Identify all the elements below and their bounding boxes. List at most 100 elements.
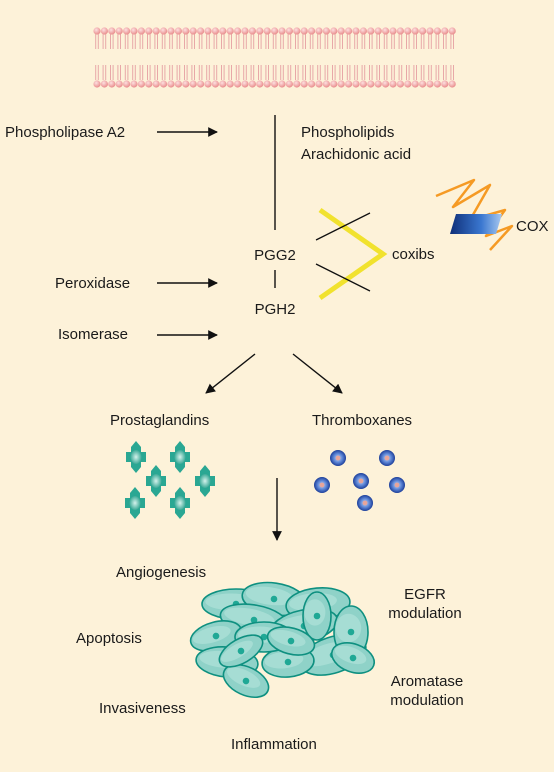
lipid <box>330 27 338 88</box>
prostaglandin-molecule-icon <box>146 465 166 497</box>
lipid <box>256 27 264 88</box>
lipid <box>108 27 116 88</box>
lipid <box>300 27 308 88</box>
thromboxane-molecule-icon <box>389 477 405 493</box>
egfr-label-line2: modulation <box>388 605 462 622</box>
lipid <box>197 27 205 88</box>
inflammation-label: Inflammation <box>231 736 317 753</box>
thromboxane-molecule-icon <box>314 477 330 493</box>
lipid <box>271 27 279 88</box>
lipid <box>204 27 212 88</box>
lipid <box>234 27 242 88</box>
prostaglandin-molecule-icon <box>195 465 215 497</box>
lipid <box>433 27 441 88</box>
tumor-cell <box>302 591 332 641</box>
tumor-cell <box>266 626 316 656</box>
phospholipase-a2-label: Phospholipase A2 <box>5 124 126 141</box>
lipid <box>123 27 131 88</box>
lipid <box>293 27 301 88</box>
apoptosis-label: Apoptosis <box>76 630 142 647</box>
lipid <box>322 27 330 88</box>
thromboxane-molecule-icon <box>379 450 395 466</box>
lipid <box>404 27 412 88</box>
aromatase-label-line1: Aromatase <box>390 673 464 690</box>
lipid <box>389 27 397 88</box>
invasiveness-label: Invasiveness <box>99 700 186 717</box>
prostaglandin-molecules <box>125 441 215 519</box>
lipid <box>382 27 390 88</box>
lipid <box>130 27 138 88</box>
prostaglandins-label: Prostaglandins <box>110 412 210 429</box>
lipid <box>93 27 101 88</box>
lipid <box>308 27 316 88</box>
prostaglandins-arrow <box>205 353 256 394</box>
lipid <box>145 27 153 88</box>
thromboxanes-label: Thromboxanes <box>312 412 413 429</box>
lipid <box>100 27 108 88</box>
lipid <box>182 27 190 88</box>
lipid <box>285 27 293 88</box>
pgg2-label: PGG2 <box>254 247 296 264</box>
tumor-cell <box>261 646 315 678</box>
lipid <box>248 27 256 88</box>
lipid <box>241 27 249 88</box>
prostaglandin-molecule-icon <box>126 441 146 473</box>
lipid <box>374 27 382 88</box>
lipid <box>174 27 182 88</box>
lipid <box>152 27 160 88</box>
lipid <box>315 27 323 88</box>
pgh2-label: PGH2 <box>254 301 296 318</box>
aromatase-label-line2: modulation <box>390 692 464 709</box>
lipid <box>160 27 168 88</box>
phospholipids-label: Phospholipids <box>301 124 395 141</box>
cox-enzyme-icon <box>435 178 514 251</box>
prostaglandin-molecule-icon <box>170 487 190 519</box>
lipid <box>411 27 419 88</box>
peroxidase-label: Peroxidase <box>55 275 131 292</box>
tumor-cell <box>222 663 270 699</box>
lipid <box>167 27 175 88</box>
lipid <box>278 27 286 88</box>
coxibs-inhibition <box>315 207 388 301</box>
lipid <box>189 27 197 88</box>
tumor-cell <box>218 634 264 668</box>
angiogenesis-label: Angiogenesis <box>116 564 207 581</box>
lipid <box>359 27 367 88</box>
prostaglandin-molecule-icon <box>170 441 190 473</box>
thromboxane-molecule-icon <box>330 450 346 466</box>
cox-label: COX <box>516 218 549 235</box>
pathway-lines <box>157 115 343 541</box>
lipid <box>396 27 404 88</box>
lipid <box>367 27 375 88</box>
tumor-cell <box>330 642 376 674</box>
coxibs-label: coxibs <box>392 246 435 263</box>
inhibition-line-lower <box>315 263 371 292</box>
lipid <box>211 27 219 88</box>
lipid <box>115 27 123 88</box>
lipid <box>337 27 345 88</box>
isomerase-label: Isomerase <box>58 326 129 343</box>
lipid <box>426 27 434 88</box>
thromboxane-molecule-icon <box>353 473 369 489</box>
lipid <box>441 27 449 88</box>
lipid <box>263 27 271 88</box>
egfr-label-line1: EGFR <box>404 586 446 603</box>
prostaglandin-molecule-icon <box>125 487 145 519</box>
lipid <box>226 27 234 88</box>
arachidonic-acid-label: Arachidonic acid <box>301 146 412 163</box>
thromboxane-molecule-icon <box>357 495 373 511</box>
coxibs-chevron <box>318 207 388 301</box>
inhibition-line-upper <box>315 212 371 241</box>
thromboxanes-arrow <box>292 353 343 394</box>
lipid <box>352 27 360 88</box>
lipid <box>345 27 353 88</box>
thromboxane-molecules <box>314 450 405 511</box>
membrane-bilayer <box>93 27 456 88</box>
tumor-cell-cluster <box>189 581 376 699</box>
lipid <box>448 27 456 88</box>
lipid <box>419 27 427 88</box>
lipid <box>137 27 145 88</box>
lipid <box>219 27 227 88</box>
